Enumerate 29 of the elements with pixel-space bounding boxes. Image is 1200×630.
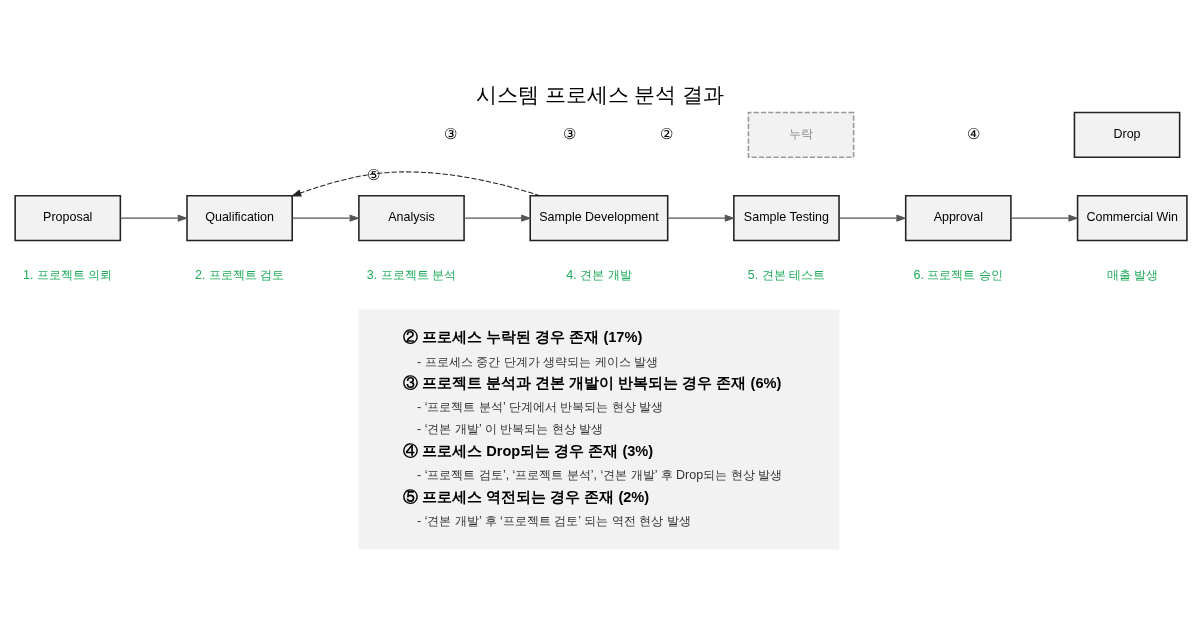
arrow bbox=[667, 214, 736, 222]
arrow bbox=[838, 214, 907, 222]
node-label: 2. 프로젝트 검토 bbox=[194, 267, 285, 282]
arrow bbox=[119, 214, 189, 222]
node-box: Commercial Win bbox=[1076, 194, 1188, 242]
arrow bbox=[291, 214, 360, 222]
node-label: 6. 프로젝트 승인 bbox=[913, 267, 1003, 282]
label: ③ bbox=[563, 125, 577, 142]
arrow bbox=[463, 214, 532, 222]
node-label: 3. 프로젝트 분석 bbox=[366, 267, 457, 282]
node-label: 1. 프로젝트 의뢰 bbox=[23, 267, 113, 282]
node-box: Proposal bbox=[14, 194, 122, 242]
node-box: Sample Testing bbox=[733, 194, 840, 242]
node-box: Qualification bbox=[186, 194, 293, 242]
node-label: 5. 견본 테스트 bbox=[747, 267, 826, 282]
node-box: Sample Development bbox=[529, 194, 669, 242]
label: ④ bbox=[967, 125, 981, 142]
node-box: Approval bbox=[904, 194, 1012, 242]
label: ② bbox=[660, 125, 674, 142]
edge-label: ⑤ bbox=[367, 167, 381, 184]
node-label: 4. 견본 개발 bbox=[566, 267, 632, 282]
label: ③ bbox=[443, 125, 457, 142]
node-box: Drop bbox=[1073, 111, 1181, 158]
node-box: 누락 bbox=[747, 111, 855, 158]
diagram-title: 시스템 프로세스 분석 결과 bbox=[475, 83, 725, 106]
node-box: Analysis bbox=[358, 194, 465, 242]
arrow bbox=[290, 171, 541, 197]
arrow bbox=[1010, 214, 1079, 222]
node-label: 매출 발생 bbox=[1106, 267, 1158, 282]
